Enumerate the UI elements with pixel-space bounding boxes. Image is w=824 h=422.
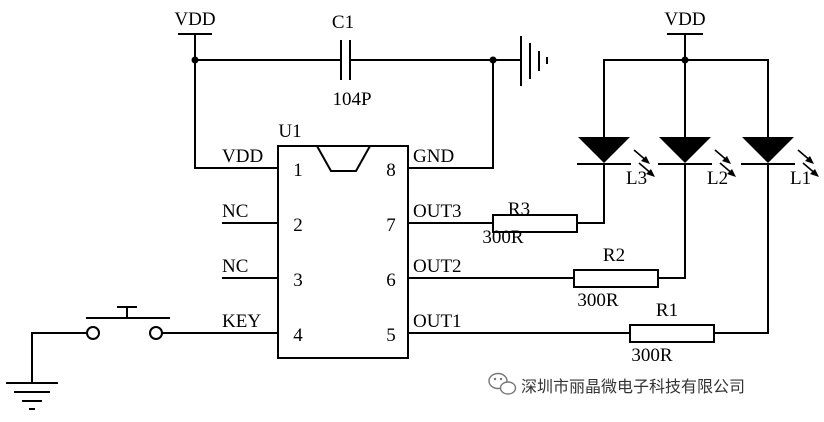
pin-4-number: 4 bbox=[293, 325, 303, 346]
led-l3: L3 bbox=[577, 137, 655, 189]
pin-7-name: OUT3 bbox=[413, 201, 462, 222]
pin-5-name: OUT1 bbox=[413, 311, 462, 332]
ground-symbol-left bbox=[6, 382, 58, 410]
c1-ref: C1 bbox=[332, 12, 354, 33]
wechat-icon bbox=[488, 372, 517, 395]
resistor-r2: R2 300R bbox=[408, 164, 686, 311]
r3-value: 300R bbox=[482, 227, 524, 248]
pin-1-number: 1 bbox=[293, 160, 303, 181]
vdd-right-symbol: VDD bbox=[664, 9, 706, 60]
pin-8-number: 8 bbox=[386, 160, 396, 181]
led-l3-label: L3 bbox=[626, 168, 647, 189]
led-l2-label: L2 bbox=[707, 168, 728, 189]
pin-3-name: NC bbox=[222, 256, 248, 277]
pin-2-name: NC bbox=[222, 201, 248, 222]
vdd-left-symbol: VDD bbox=[174, 9, 216, 60]
r2-value: 300R bbox=[577, 290, 619, 311]
vdd-wire bbox=[194, 60, 278, 169]
r1-ref: R1 bbox=[656, 300, 678, 321]
pin-2-number: 2 bbox=[293, 215, 303, 236]
c1-value: 104P bbox=[332, 89, 371, 110]
pin-7-number: 7 bbox=[386, 215, 396, 236]
vdd-right-label: VDD bbox=[664, 9, 705, 30]
led-l1-label: L1 bbox=[790, 168, 811, 189]
resistor-r3: R3 300R bbox=[408, 164, 605, 248]
pin-8-name: GND bbox=[413, 146, 454, 167]
ic-body bbox=[277, 145, 409, 359]
watermark-text: 深圳市丽晶微电子科技有限公司 bbox=[521, 377, 745, 396]
led-l1: L1 bbox=[741, 137, 819, 189]
capacitor-c1: C1 104P bbox=[195, 12, 520, 110]
ic-u1: U1 1 2 3 4 5 6 7 8 bbox=[277, 121, 409, 359]
push-button-key bbox=[31, 306, 278, 383]
r1-value: 300R bbox=[631, 345, 673, 366]
led-l2: L2 bbox=[658, 137, 736, 189]
gnd-wire bbox=[408, 60, 494, 169]
junction-dot bbox=[681, 56, 689, 64]
pin-1-name: VDD bbox=[222, 146, 263, 167]
ic-notch bbox=[316, 145, 371, 172]
resistor-r1: R1 300R bbox=[408, 164, 769, 366]
ground-symbol-right bbox=[520, 36, 548, 86]
pin-5-number: 5 bbox=[386, 325, 396, 346]
ic-ref: U1 bbox=[278, 121, 301, 142]
pin-3-number: 3 bbox=[293, 270, 303, 291]
pin-6-number: 6 bbox=[386, 270, 396, 291]
pin-4-name: KEY bbox=[222, 311, 261, 332]
vdd-left-label: VDD bbox=[174, 9, 215, 30]
r3-ref: R3 bbox=[508, 199, 530, 220]
r2-ref: R2 bbox=[603, 245, 625, 266]
pin-6-name: OUT2 bbox=[413, 256, 462, 277]
